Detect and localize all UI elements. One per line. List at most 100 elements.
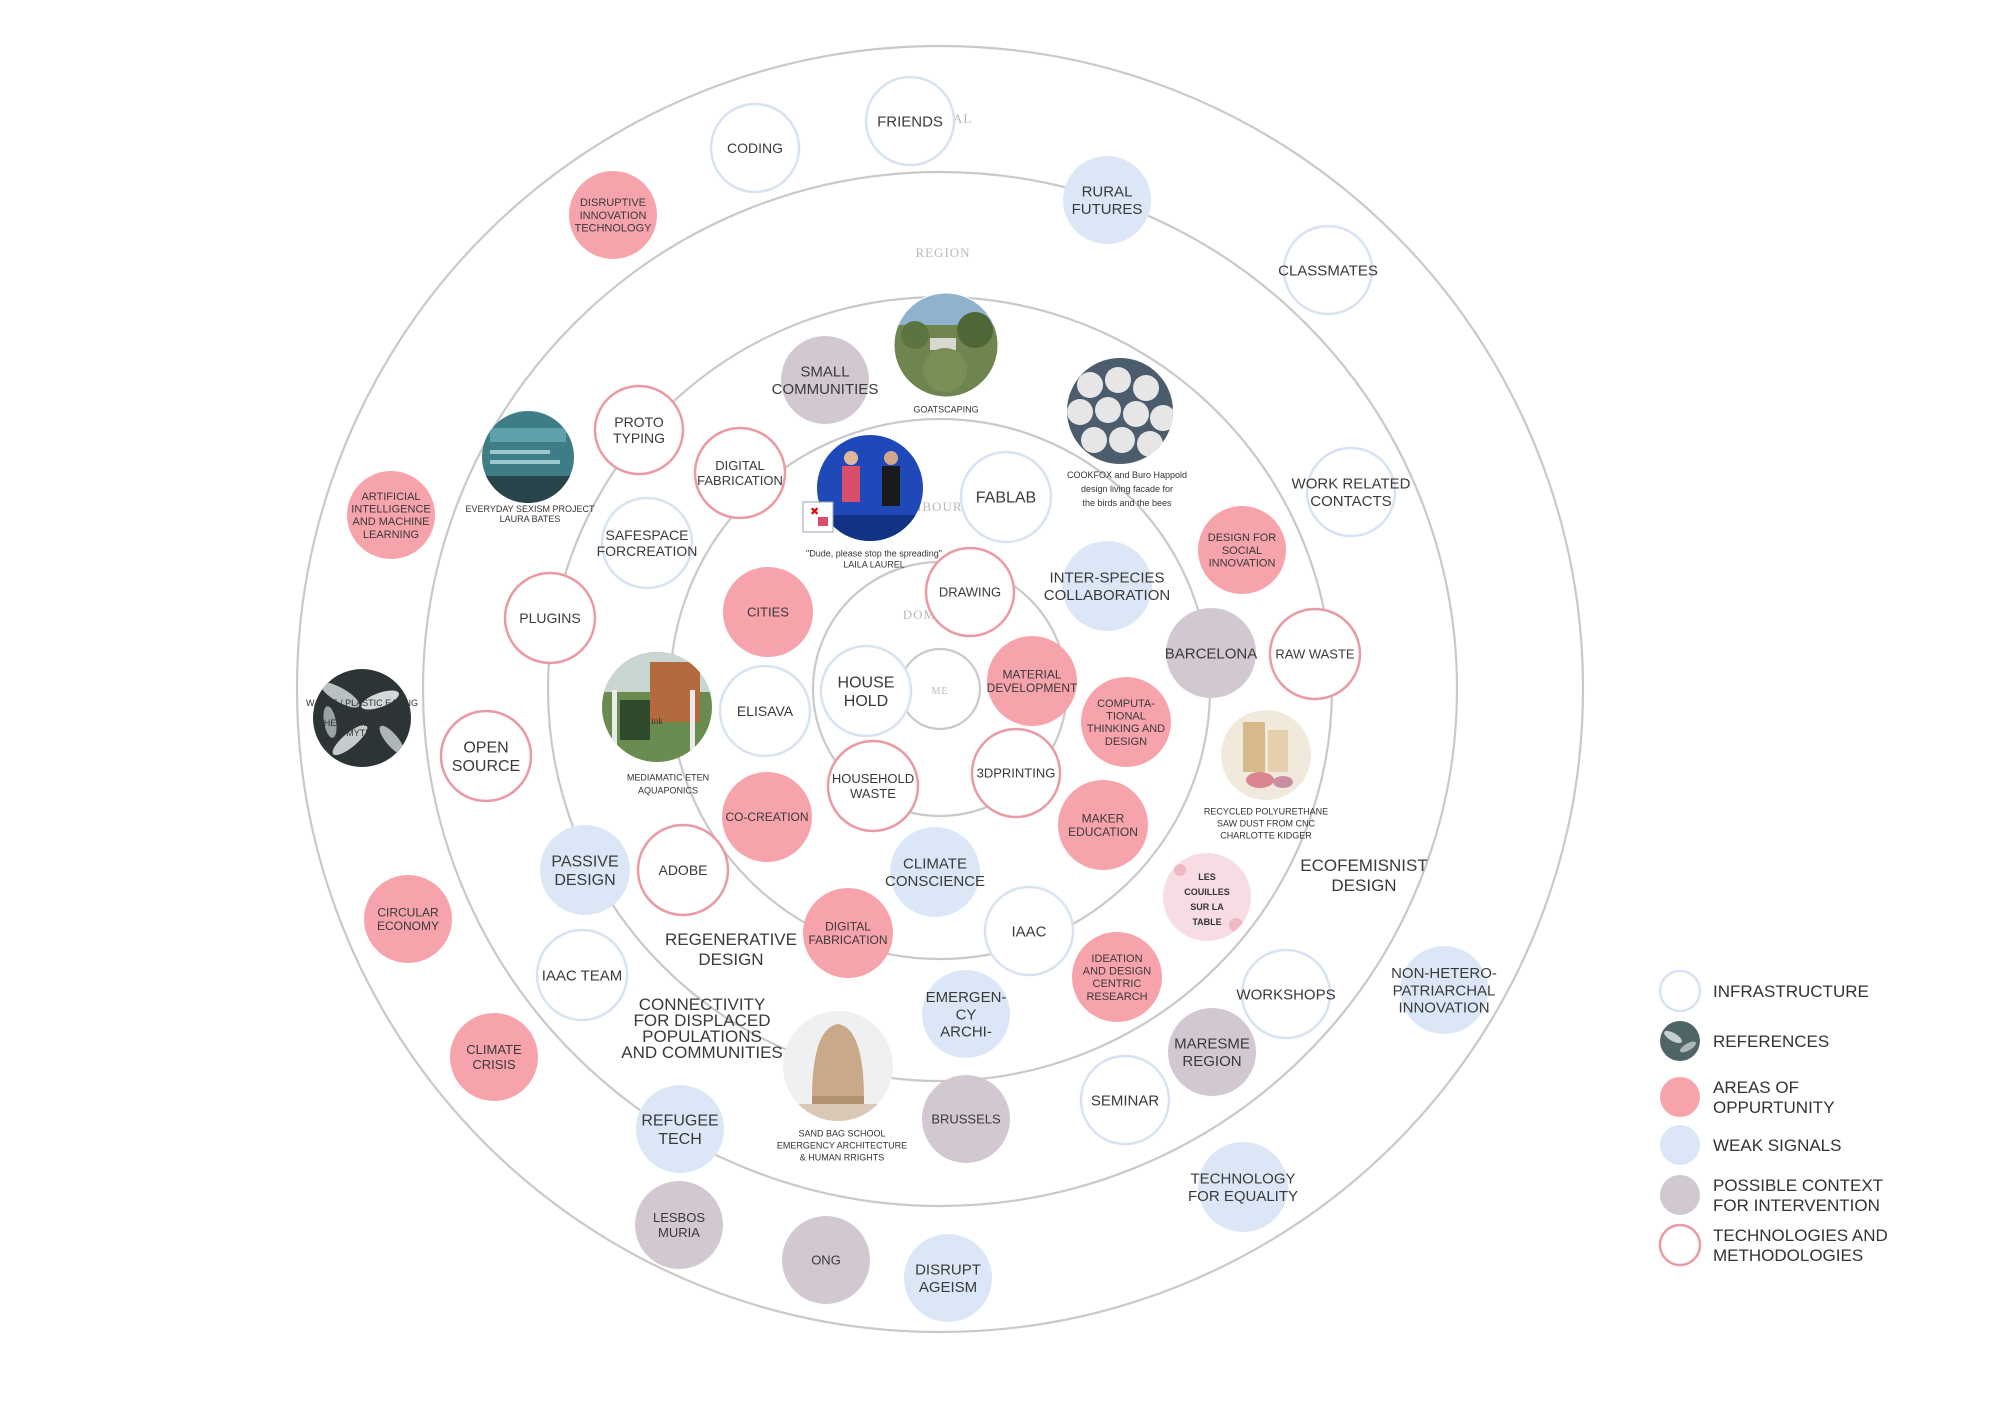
legend-item-infrastructure: INFRASTRUCTURE (1658, 969, 1869, 1013)
node-workshops: WORKSHOPS (1236, 948, 1336, 1040)
node-label-raw-waste: RAW WASTE (1275, 647, 1355, 662)
node-friends: FRIENDS (864, 75, 956, 167)
node-raw-waste: RAW WASTE (1268, 607, 1362, 701)
node-circle-digital-fabrication-1 (693, 426, 787, 520)
legend-label-weak: WEAK SIGNALS (1713, 1136, 1841, 1155)
node-circle-proto-typing (593, 384, 685, 476)
legend-swatch-context (1660, 1175, 1700, 1215)
node-circle-fablab (959, 450, 1053, 544)
legend-ref-mark (1664, 1030, 1682, 1044)
legend-label-infrastructure: INFRASTRUCTURE (1713, 982, 1869, 1001)
node-adobe: ADOBE (636, 823, 730, 917)
node-circle-plugins (503, 571, 597, 665)
node-label-brussels: BRUSSELS (931, 1112, 1001, 1127)
node-circle-barcelona (1166, 608, 1256, 698)
legend-label-references: REFERENCES (1713, 1032, 1829, 1051)
node-label-seminar: SEMINAR (1091, 1092, 1160, 1109)
node-circle-iaac-team (535, 928, 629, 1022)
node-iaac-team: IAAC TEAM (535, 928, 629, 1022)
node-circle-iaac (983, 885, 1075, 977)
node-circle-open-source (439, 709, 533, 803)
node-classmates: CLASSMATES (1278, 224, 1378, 316)
node-circle-emergency-archi (922, 970, 1010, 1058)
node-circle-passive-design (540, 825, 630, 915)
overlay-mediamatic: ink (651, 716, 663, 726)
node-co-creation: CO-CREATION (722, 772, 812, 862)
node-circle-household (819, 644, 913, 738)
node-label-elisava: ELISAVA (737, 703, 794, 719)
node-circle-disruptive-innovation (569, 171, 657, 259)
node-label-iaac-team: IAAC TEAM (542, 967, 623, 984)
caption-goatscaping: GOATSCAPING (913, 405, 978, 415)
node-seminar: SEMINAR (1079, 1054, 1171, 1146)
node-circle-classmates (1282, 224, 1374, 316)
node-circle-adobe (636, 823, 730, 917)
node-plugins: PLUGINS (503, 571, 597, 665)
node-circle-raw-waste (1268, 607, 1362, 701)
node-circle-work-related (1305, 446, 1397, 538)
node-label-coding: CODING (727, 140, 783, 156)
node-brussels: BRUSSELS (922, 1075, 1010, 1163)
node-circle-disrupt-ageism (904, 1234, 992, 1322)
node-coding: CODING (709, 102, 801, 194)
node-label-barcelona: BARCELONA (1165, 645, 1258, 662)
legend-ref-mark (1680, 1041, 1696, 1053)
node-label-drawing: DRAWING (939, 585, 1001, 600)
node-label-iaac: IAAC (1011, 923, 1046, 940)
reference-everyday-sexism (482, 411, 574, 503)
ring-label-me: ME (932, 686, 949, 697)
node-3dprinting: 3DPRINTING (970, 727, 1062, 819)
node-circle-coding (709, 102, 801, 194)
node-circle-household-waste (826, 739, 920, 833)
ring-label-region: REGION (915, 245, 970, 260)
legend-item-weak: WEAK SIGNALS (1660, 1125, 1841, 1165)
node-label-ong: ONG (811, 1253, 841, 1268)
legend-swatch-areas (1660, 1077, 1700, 1117)
legend-swatch-tech (1658, 1223, 1702, 1267)
reference-recycled-pu (1221, 710, 1311, 800)
reference-mediamatic (602, 652, 712, 762)
svg-text:✖: ✖ (810, 506, 819, 518)
node-circle-maresme (1168, 1008, 1256, 1096)
node-circle-safespace (600, 496, 694, 590)
reference-dude-spreading: ✖ (802, 435, 923, 541)
